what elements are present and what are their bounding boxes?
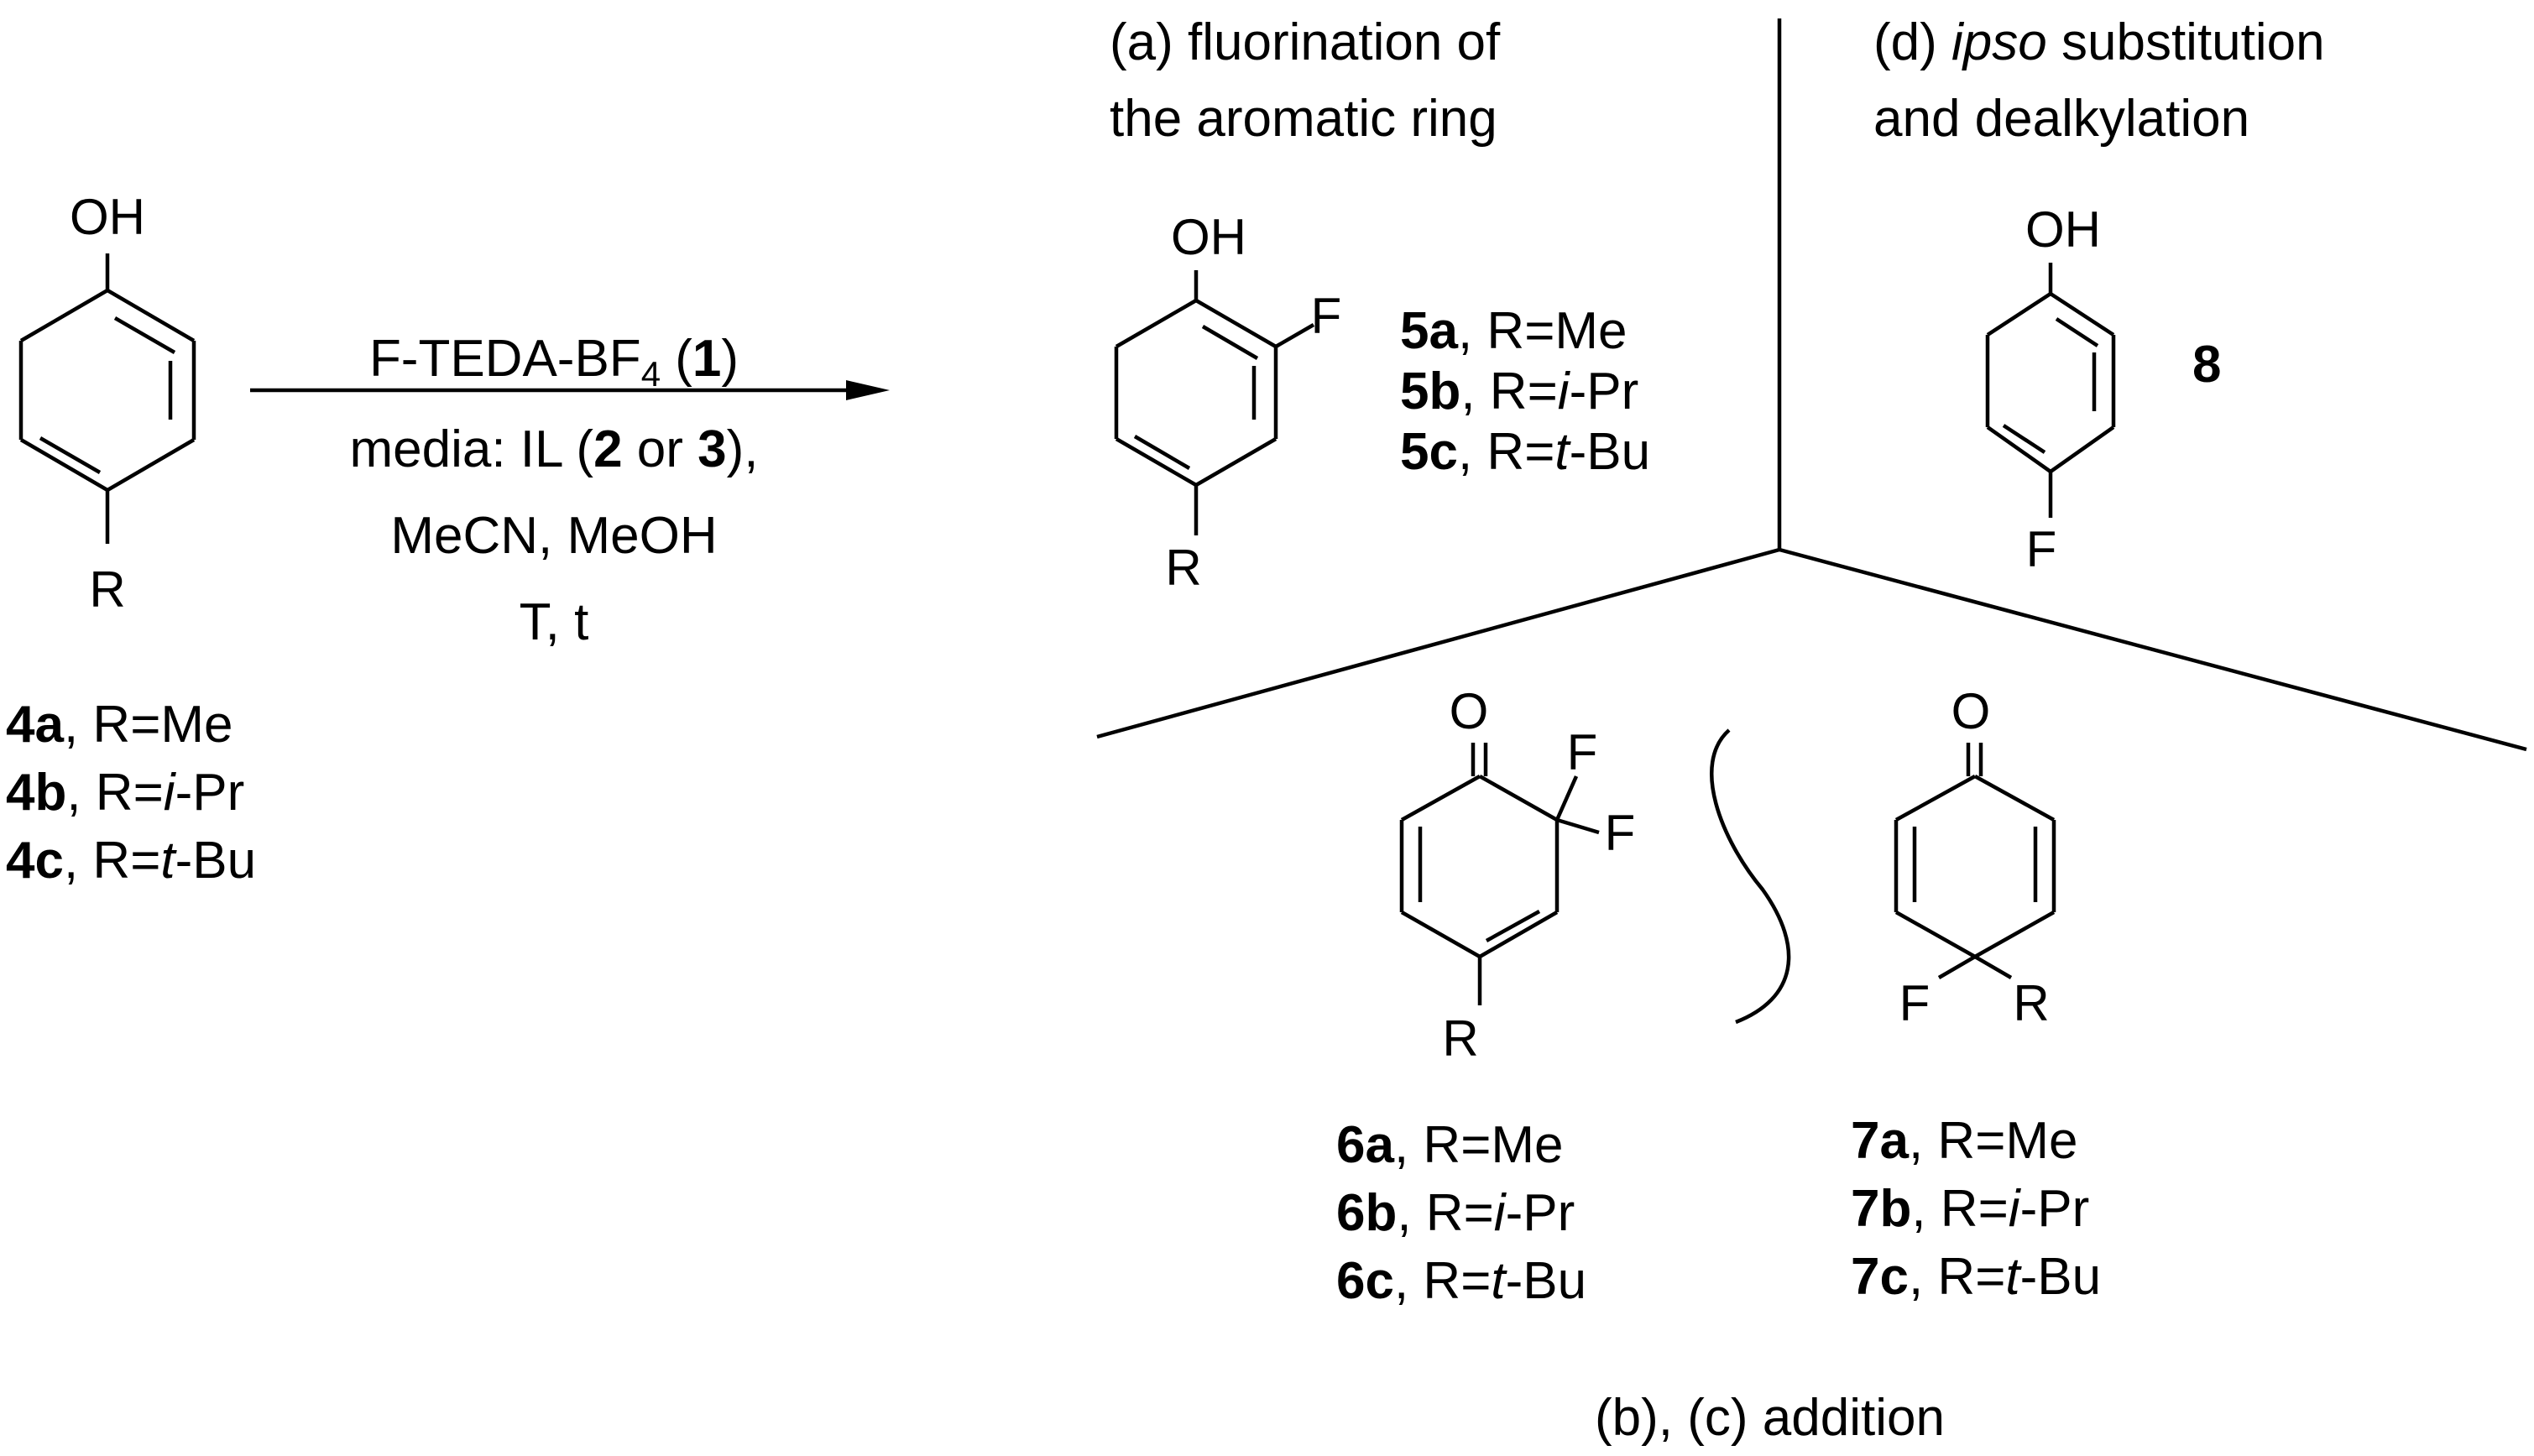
label-6c: 6c, R=t-Bu bbox=[1336, 1252, 1586, 1310]
label-4c: 4c, R=t-Bu bbox=[6, 832, 256, 890]
label-7b: 7b, R=i-Pr bbox=[1851, 1180, 2089, 1238]
label-8: 8 bbox=[2192, 336, 2221, 394]
compound-4-labels: 4a, R=Me 4b, R=i-Pr 4c, R=t-Bu bbox=[6, 696, 256, 890]
atom-f: F bbox=[1311, 288, 1342, 344]
solvents-text: MeCN, MeOH bbox=[390, 507, 717, 565]
label-7a: 7a, R=Me bbox=[1851, 1112, 2078, 1170]
atom-f: F bbox=[1605, 805, 1636, 861]
compound-6-labels: 6a, R=Me 6b, R=i-Pr 6c, R=t-Bu bbox=[1336, 1116, 1586, 1310]
atom-o: O bbox=[1450, 683, 1489, 739]
atom-f: F bbox=[2026, 521, 2057, 577]
reagent-text: F-TEDA-BF4 (1) bbox=[369, 330, 739, 394]
media-text: media: IL (2 or 3), bbox=[349, 420, 758, 478]
compound-5-labels: 5a, R=Me 5b, R=i-Pr 5c, R=t-Bu bbox=[1400, 302, 1650, 481]
region-d-title-line2: and dealkylation bbox=[1873, 90, 2249, 148]
region-bc-title: (b), (c) addition bbox=[1595, 1389, 1945, 1447]
compound-4-structure: OH R bbox=[18, 189, 196, 618]
label-6a: 6a, R=Me bbox=[1336, 1116, 1564, 1174]
atom-oh: OH bbox=[2025, 201, 2101, 258]
atom-r: R bbox=[1165, 540, 1201, 596]
atom-oh: OH bbox=[1171, 209, 1246, 265]
atom-f: F bbox=[1899, 975, 1931, 1031]
reaction-arrow bbox=[250, 380, 890, 400]
reaction-conditions: F-TEDA-BF4 (1) media: IL (2 or 3), MeCN,… bbox=[349, 330, 758, 651]
label-4b: 4b, R=i-Pr bbox=[6, 764, 244, 822]
label-5c: 5c, R=t-Bu bbox=[1400, 423, 1650, 481]
atom-r: R bbox=[2013, 975, 2049, 1031]
atom-o: O bbox=[1951, 683, 1991, 739]
atom-f: F bbox=[1567, 724, 1598, 780]
label-5a: 5a, R=Me bbox=[1400, 302, 1628, 360]
atom-r: R bbox=[89, 561, 125, 618]
label-4a: 4a, R=Me bbox=[6, 696, 233, 754]
atom-r: R bbox=[1442, 1010, 1478, 1067]
region-dividers bbox=[1096, 18, 2527, 752]
compound-5-structure: OH F R bbox=[1114, 209, 1342, 596]
compound-7-labels: 7a, R=Me 7b, R=i-Pr 7c, R=t-Bu bbox=[1851, 1112, 2101, 1306]
label-7c: 7c, R=t-Bu bbox=[1851, 1248, 2101, 1306]
label-5b: 5b, R=i-Pr bbox=[1400, 363, 1638, 420]
conditions-text: T, t bbox=[520, 593, 589, 651]
region-a-title-line1: (a) fluorination of bbox=[1110, 13, 1501, 71]
equilibrium-bracket bbox=[1710, 728, 1791, 1025]
compound-6-structure: O F F R bbox=[1399, 683, 1636, 1067]
label-6b: 6b, R=i-Pr bbox=[1336, 1184, 1575, 1242]
atom-oh: OH bbox=[70, 189, 145, 245]
compound-7-structure: O F R bbox=[1894, 683, 2056, 1031]
region-a-title-line2: the aromatic ring bbox=[1110, 90, 1497, 148]
region-d-title-line1: (d) ipso substitution bbox=[1873, 13, 2325, 71]
compound-8-structure: OH F bbox=[1985, 201, 2116, 577]
